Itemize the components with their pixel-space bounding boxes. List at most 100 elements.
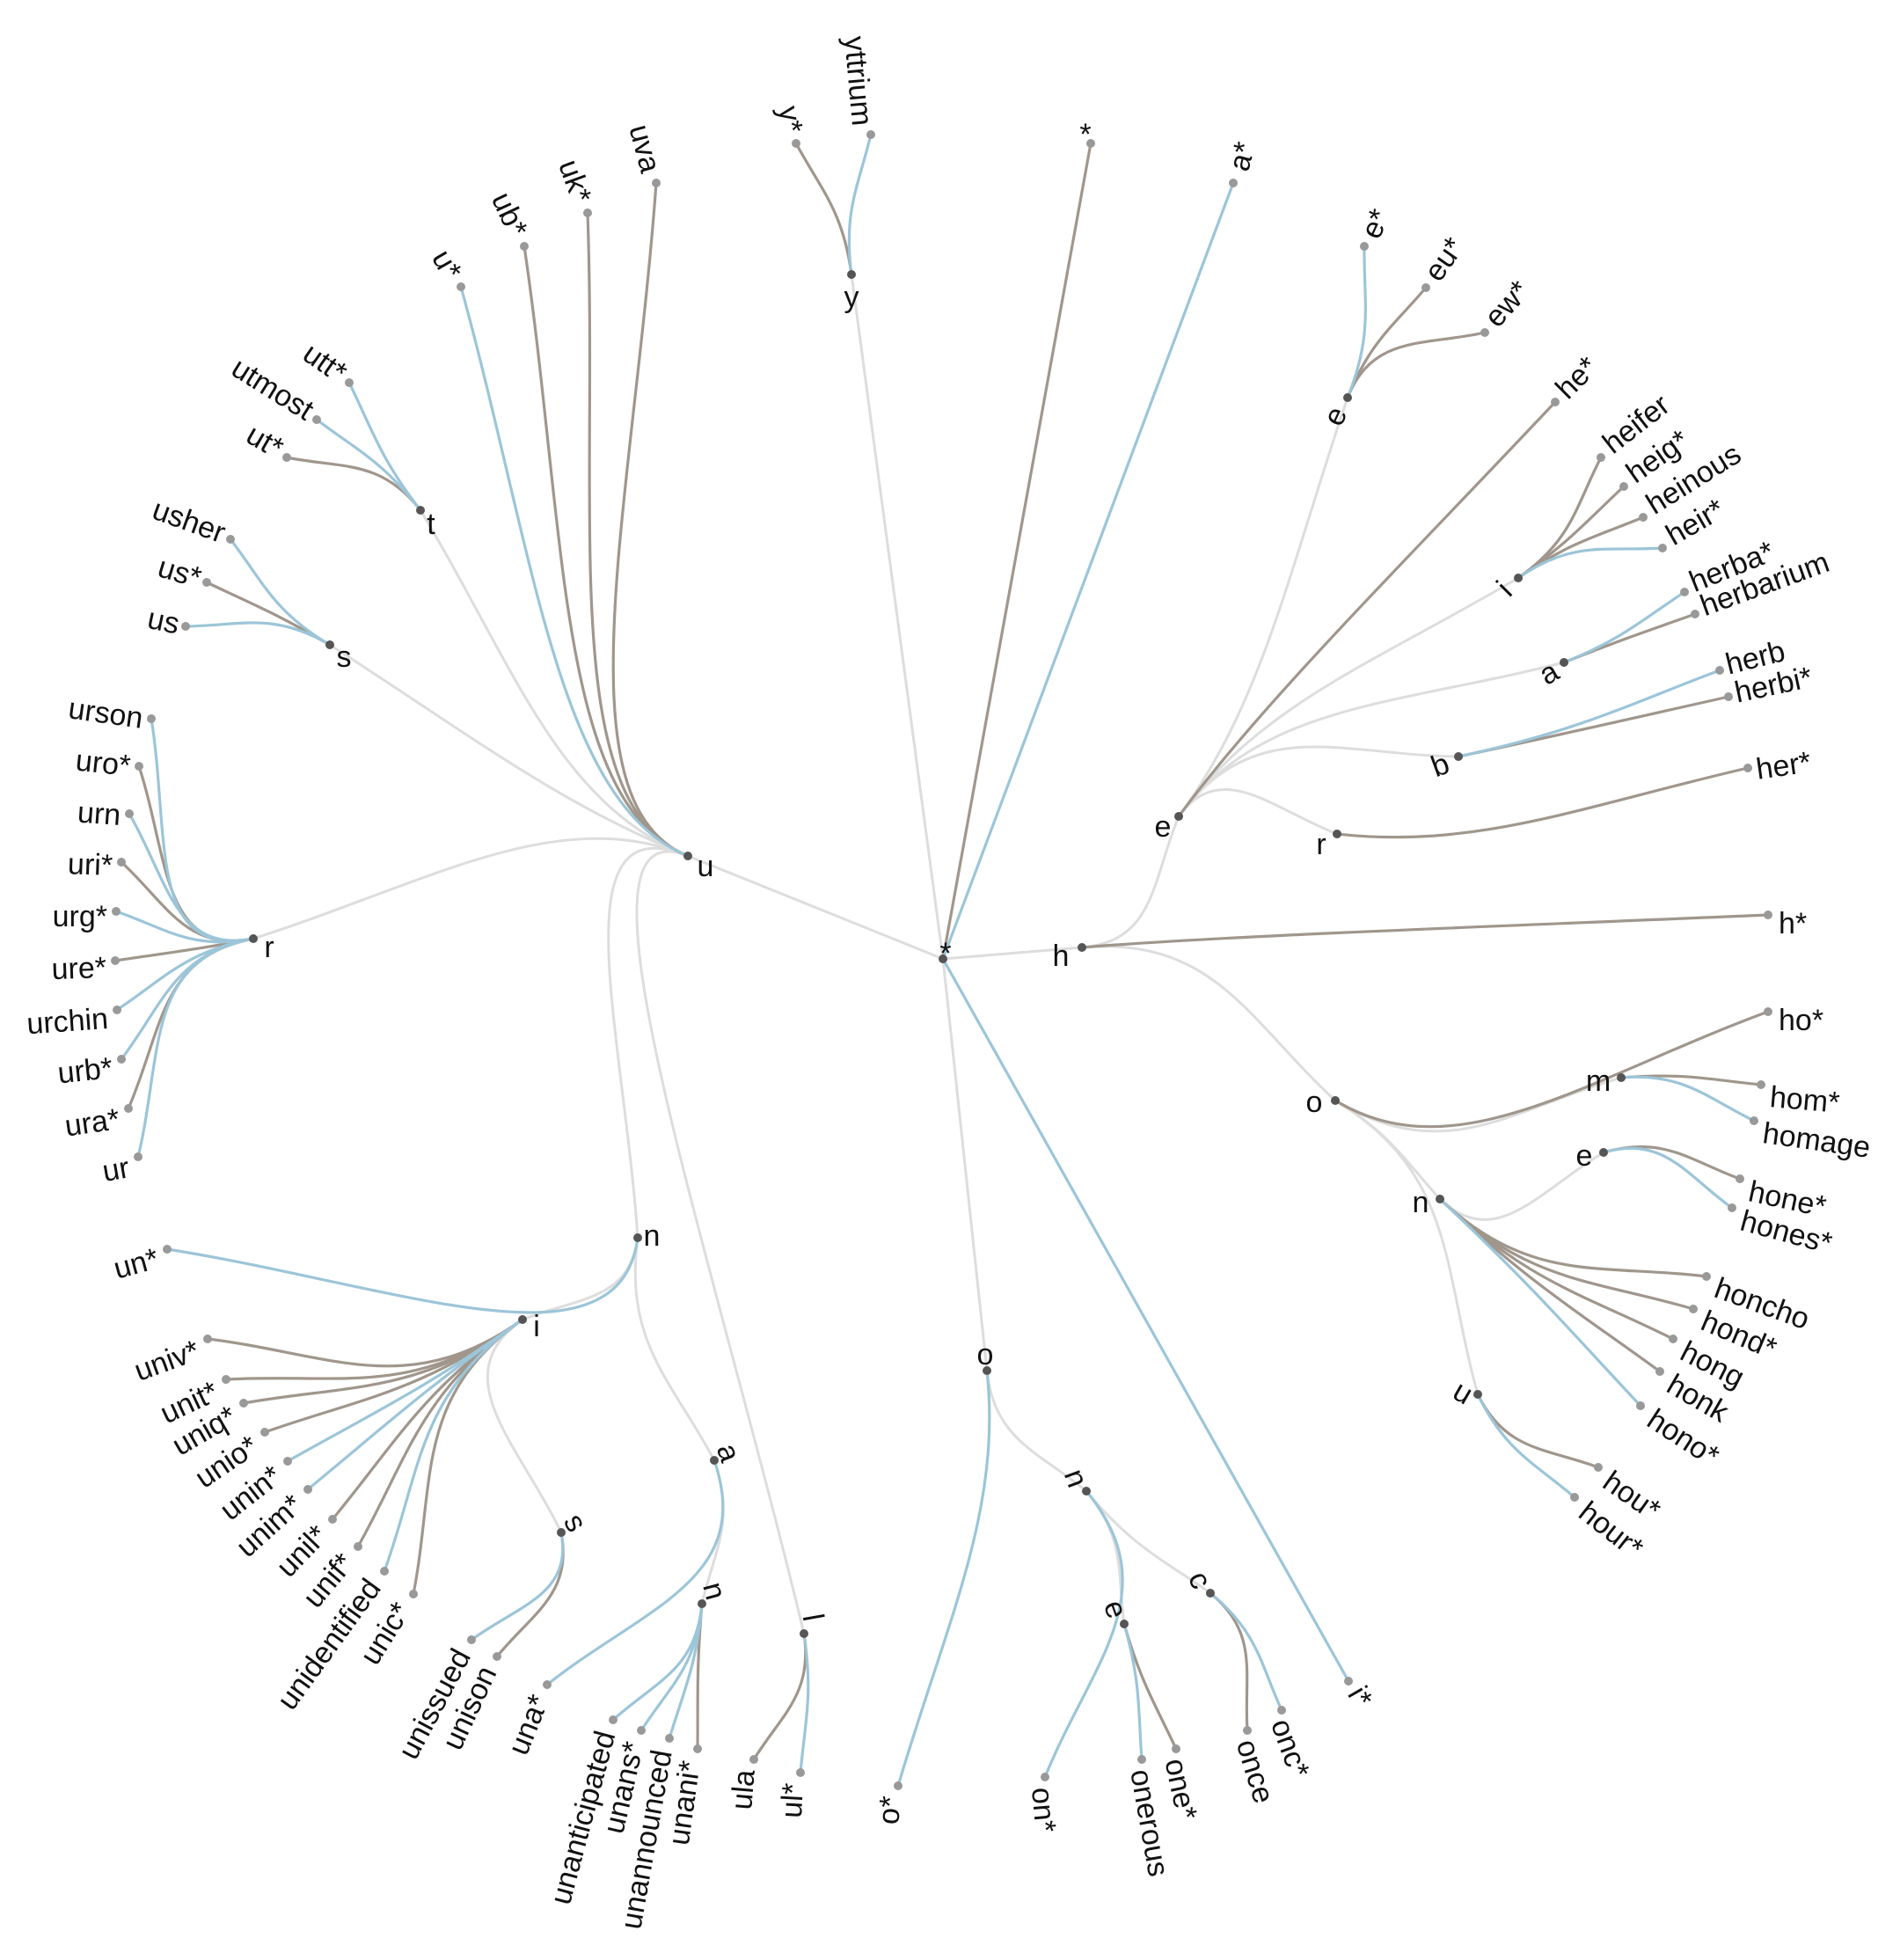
leaf-node-uk [583, 208, 592, 217]
leaf-node-urb [117, 1055, 126, 1064]
inner-node-hea [1560, 658, 1568, 667]
edge-hom [1334, 1076, 1623, 1133]
leaf-node-hstar [1764, 911, 1772, 919]
node-label-e_ew: ew* [1478, 274, 1536, 334]
edge-utmost [315, 418, 422, 512]
edge-uk [586, 211, 690, 858]
nodes-layer [111, 130, 1772, 1790]
node-label-hestar: he* [1549, 350, 1604, 406]
node-label-star: * [1079, 118, 1091, 151]
edge-hon [1334, 1099, 1442, 1201]
edge-hono [1438, 1197, 1642, 1408]
edge-star [941, 142, 1092, 961]
leaf-node-oncstar [1277, 1706, 1286, 1715]
node-label-ostar: o* [872, 1795, 908, 1825]
leaf-node-ula [749, 1755, 758, 1764]
edge-unif [356, 1318, 524, 1548]
edge-uri [120, 860, 255, 942]
leaf-node-ur_w [134, 1152, 142, 1161]
node-label-e_e: e* [1355, 204, 1397, 244]
node-label-homage: homage [1761, 1116, 1873, 1165]
edge-unanticipated [611, 1602, 704, 1722]
edge-hee [1177, 396, 1349, 818]
edge-ulstar [799, 1632, 810, 1774]
leaf-node-astar [1229, 179, 1238, 187]
edge-us [328, 643, 690, 858]
node-label-uro: uro* [74, 744, 132, 783]
edge-ostar [896, 1369, 991, 1788]
edge-unastar [545, 1459, 725, 1686]
leaf-node-unil [328, 1515, 337, 1524]
leaf-node-herba [1680, 588, 1689, 596]
leaf-node-unidentified [380, 1567, 389, 1576]
node-label-ula: ula [725, 1768, 762, 1811]
edge-e_e [1346, 245, 1367, 399]
node-label-he: e [1155, 810, 1172, 844]
node-label-utstar: ut* [240, 418, 289, 465]
leaf-node-unio [260, 1428, 269, 1437]
edge-unison [495, 1531, 565, 1658]
leaf-node-urn [125, 809, 134, 818]
node-label-unan: n [696, 1578, 733, 1603]
edge-u [686, 854, 945, 961]
node-label-un: n [644, 1219, 661, 1253]
node-label-urchin: urchin [26, 1002, 109, 1041]
edge-oncstar [1209, 1591, 1283, 1712]
node-label-ulstar: ul* [775, 1782, 810, 1819]
node-label-hon: n [1413, 1186, 1429, 1219]
edge-onstar [1043, 1489, 1124, 1779]
node-label-root: * [939, 937, 951, 970]
node-label-hone_e: e [1576, 1139, 1593, 1173]
edge-hou [1334, 1099, 1480, 1396]
leaf-node-unani [693, 1744, 702, 1753]
leaf-node-urchin [113, 1006, 121, 1014]
edge-uva [611, 181, 690, 858]
leaf-node-e_eu [1421, 283, 1430, 292]
node-label-one: e [1097, 1596, 1134, 1623]
node-label-us_w: us [144, 602, 182, 641]
edge-hond [1438, 1197, 1695, 1311]
leaf-node-heir [1658, 544, 1667, 552]
node-label-ur: r [264, 931, 274, 964]
edge-urg [114, 910, 255, 944]
node-label-uri: uri* [67, 847, 113, 882]
leaf-node-unin [283, 1457, 292, 1466]
edge-unannounced [668, 1602, 704, 1740]
inner-node-hee [1343, 393, 1352, 402]
edge-unidentified [383, 1318, 524, 1573]
leaf-node-herbarium [1691, 610, 1699, 618]
edge-hone_e [1438, 1151, 1605, 1221]
edge-hei [1177, 576, 1520, 818]
node-label-ub: ub* [485, 187, 534, 242]
edge-once [1209, 1591, 1249, 1732]
edge-una_n [633, 1236, 716, 1462]
edge-hestar [1177, 400, 1557, 818]
leaf-node-unic [409, 1590, 418, 1598]
inner-node-hom [1617, 1073, 1626, 1082]
edge-onc [1085, 1489, 1212, 1595]
inner-node-he [1174, 812, 1183, 821]
leaf-node-heinous [1639, 513, 1648, 522]
inner-node-hei [1514, 574, 1523, 582]
leaf-node-herb [1715, 666, 1724, 675]
node-label-hea: a [1533, 655, 1564, 691]
leaf-node-usher [226, 535, 235, 544]
inner-node-un [633, 1233, 642, 1242]
node-label-hostar: ho* [1779, 1004, 1823, 1037]
leaf-node-istar [1344, 1677, 1353, 1686]
edge-unstar [165, 1236, 639, 1314]
node-label-uniss: s [557, 1508, 593, 1538]
node-label-h: h [1053, 940, 1070, 973]
node-label-onstar: on* [1025, 1786, 1062, 1833]
leaf-node-ulstar [796, 1768, 805, 1777]
leaf-node-unannounced [665, 1734, 674, 1743]
edge-hones [1602, 1146, 1734, 1210]
inner-node-heb [1454, 752, 1463, 761]
edge-e_ew [1346, 331, 1487, 399]
edge-y [850, 273, 945, 961]
node-label-uk: uk* [552, 156, 598, 208]
edge-urn [128, 812, 255, 942]
inner-node-root [939, 954, 947, 963]
edge-ustar [459, 285, 690, 858]
leaf-node-onerous [1137, 1755, 1146, 1764]
